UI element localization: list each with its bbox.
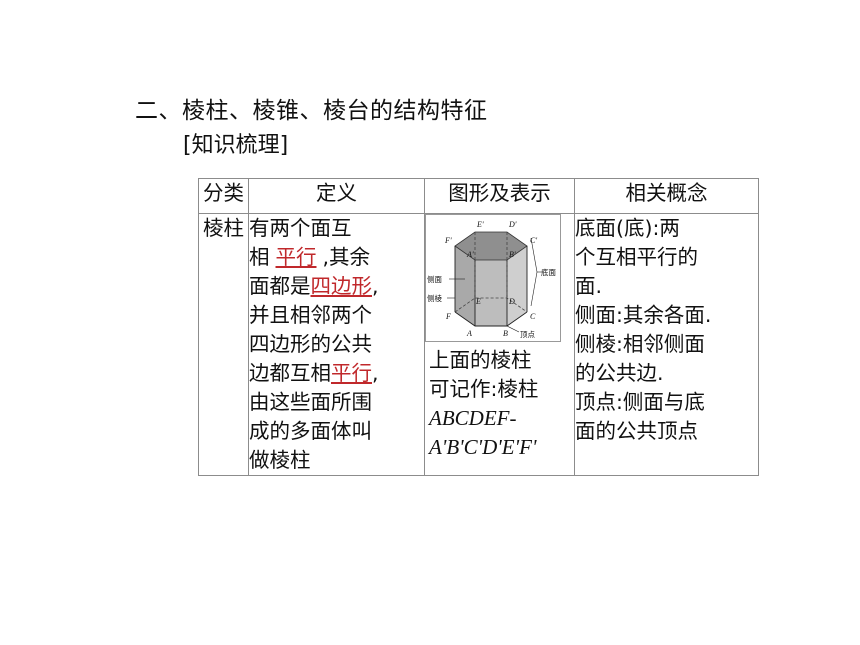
annotation-label: 顶点 [520,330,535,339]
answer-fill: 四边形 [310,274,373,298]
caption-line: 可记作:棱柱 [429,377,539,401]
header-concepts: 相关概念 [574,178,759,214]
vertex-label: E' [476,220,484,229]
definition-line: 相平行,其余 [249,243,424,272]
vertex-label: E [475,297,481,306]
section-heading: 二、棱柱、棱锥、棱台的结构特征 [135,98,488,124]
vertex-label: A [466,329,472,338]
header-figure: 图形及表示 [424,178,575,214]
definition-line: 四边形的公共 [249,332,372,356]
concept-line: 底面(底):两 [575,216,680,240]
prism-diagram: E' D' F' C' A' B' E D F C A B 侧面 侧棱 [425,214,561,342]
vertex-label: D' [508,220,517,229]
concept-line: 面的公共顶点 [575,419,698,443]
side-face-front [475,260,507,326]
vertex-label: D [508,297,515,306]
prism-structure-table: 分类 定义 图形及表示 相关概念 棱柱 有两个面互 相平行,其余 面都是四边形,… [198,178,759,476]
category-cell: 棱柱 [198,213,249,476]
vertex-label: C' [530,236,537,245]
annotation-label: 底面 [541,267,556,277]
header-category: 分类 [198,178,249,214]
figure-caption: 上面的棱柱 可记作:棱柱 ABCDEF- A'B'C'D'E'F' [425,346,574,462]
concepts-cell: 底面(底):两 个互相平行的 面. 侧面:其余各面. 侧棱:相邻侧面 的公共边.… [574,213,759,476]
concept-line: 顶点:侧面与底 [575,390,705,414]
side-face-left [455,246,475,326]
definition-line: 边都互相平行, [249,361,379,385]
caption-notation: ABCDEF- [429,406,517,430]
header-definition: 定义 [248,178,425,214]
annotation-label: 侧面 [427,274,442,284]
concept-line: 侧面:其余各面. [575,303,712,327]
pointer-lines [447,237,543,333]
definition-line: 有两个面互 [249,216,352,240]
vertex-label: C [530,312,536,321]
concept-line: 侧棱:相邻侧面 [575,332,705,356]
definition-cell: 有两个面互 相平行,其余 面都是四边形, 并且相邻两个 四边形的公共 边都互相平… [248,213,425,476]
table-header-row: 分类 定义 图形及表示 相关概念 [198,178,759,214]
table-row: 棱柱 有两个面互 相平行,其余 面都是四边形, 并且相邻两个 四边形的公共 边都… [198,213,759,476]
definition-line: 面都是四边形, [249,274,379,298]
definition-line: 成的多面体叫 [249,419,372,443]
caption-line: 上面的棱柱 [429,348,532,372]
concept-line: 个互相平行的 [575,245,698,269]
concept-line: 的公共边. [575,361,664,385]
definition-line: 由这些面所围 [249,390,372,414]
definition-line: 做棱柱 [249,448,311,472]
side-face-right [507,246,527,326]
definition-line: 并且相邻两个 [249,303,372,327]
vertex-label: A' [466,250,474,259]
answer-fill: 平行 [331,361,372,385]
hidden-edges [454,232,528,313]
vertex-label: B [503,329,508,338]
vertex-label: F' [444,236,452,245]
vertex-label: B' [509,250,516,259]
annotation-label: 侧棱 [427,293,442,303]
figure-cell: E' D' F' C' A' B' E D F C A B 侧面 侧棱 [424,213,575,476]
section-subheading: [知识梳理] [183,133,289,158]
answer-fill: 平行 [275,245,317,269]
vertex-label: F [445,312,451,321]
caption-notation: A'B'C'D'E'F' [429,435,537,459]
concept-line: 面. [575,274,603,298]
